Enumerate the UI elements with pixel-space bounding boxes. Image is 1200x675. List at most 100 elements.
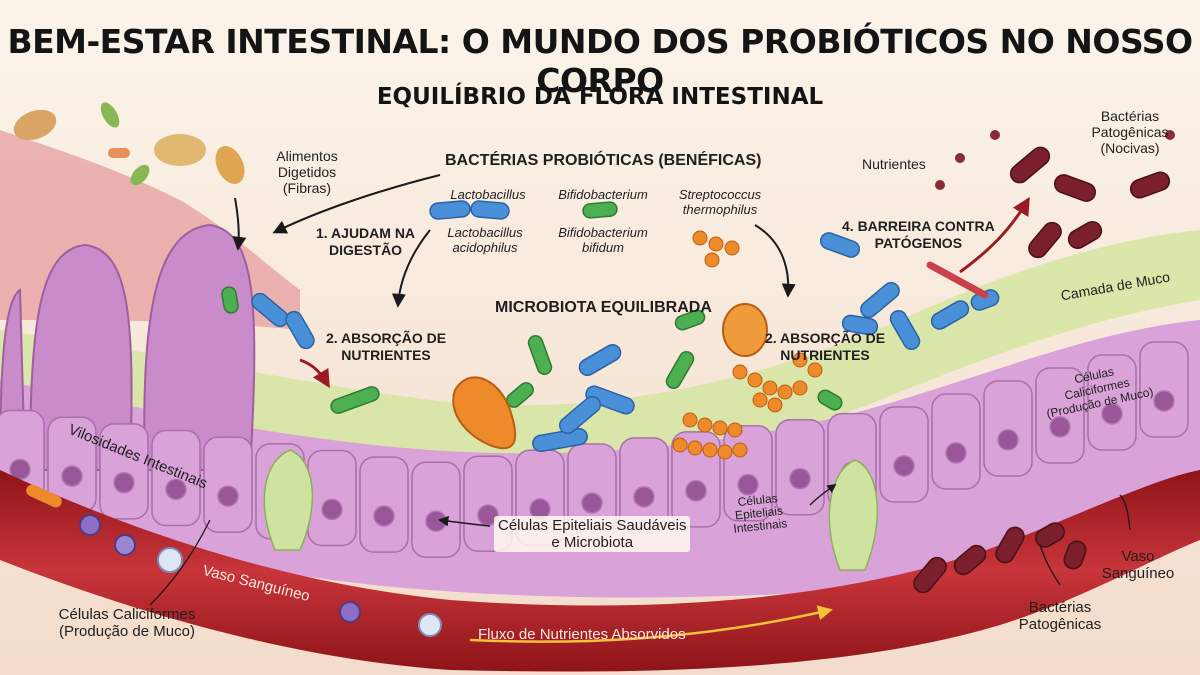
arrow-food-down: [232, 197, 247, 251]
lactobacillus-rod: [429, 200, 471, 220]
streptococcus-coccus: [777, 384, 793, 400]
cell-nucleus: [685, 480, 707, 502]
bifidobacterium-rod: [330, 386, 380, 414]
pathogen-rod: [1063, 540, 1087, 570]
bifidobacterium-rod: [674, 309, 706, 331]
mucus-layer: [0, 230, 1200, 463]
label-bifidum-line1: Bifidobacterium: [558, 225, 648, 240]
label-step2-left: 2. ABSORÇÃO DE NUTRIENTES: [326, 330, 446, 364]
line-patog-bottom: [1039, 544, 1061, 586]
label-step4-line2: PATÓGENOS: [874, 235, 963, 251]
arrow-epiteliais: [437, 515, 491, 527]
label-lacto-acid-line2: acidophilus: [452, 240, 518, 255]
streptococcus-coccus: [687, 440, 703, 456]
arrow-barrier: [959, 196, 1030, 274]
label-streptococcus: Streptococcus thermophilus: [665, 187, 775, 217]
cell-nucleus: [113, 472, 135, 494]
line-epit-int: [809, 483, 837, 506]
lactobacillus-rod: [841, 314, 879, 336]
label-step1-line1: 1. AJUDAM NA: [316, 225, 416, 241]
bifidobacterium-bacteria: [221, 201, 843, 414]
label-step2b-line2: NUTRIENTES: [780, 347, 870, 363]
cell-nucleus: [217, 485, 239, 507]
epithelial-cell: [99, 423, 149, 520]
label-lactobacillus: Lactobacillus: [450, 187, 526, 202]
epithelial-cell: [983, 380, 1033, 477]
label-vaso-right-line1: Vaso: [1121, 548, 1155, 565]
label-epiteliais-line1: Células Epiteliais Saudáveis: [498, 517, 687, 534]
streptococcus-coccus: [752, 392, 768, 408]
streptococcus-coccus: [747, 372, 763, 388]
blood-cells: [26, 484, 442, 637]
epithelial-cell: [203, 436, 253, 533]
lactobacillus-rod: [889, 309, 921, 351]
pathogen-spore: [1165, 130, 1175, 140]
streptococcus-coccus: [732, 364, 748, 380]
bifidobacterium-rod: [665, 350, 695, 390]
cell-nucleus: [1153, 390, 1175, 412]
goblet-cell-left: [263, 449, 314, 551]
label-microbiota: MICROBIOTA EQUILIBRADA: [495, 299, 712, 316]
lactobacillus-rod: [470, 200, 510, 220]
epithelial-cell: [1087, 354, 1137, 451]
lactobacillus-rod: [585, 385, 635, 415]
page-title: BEM-ESTAR INTESTINAL: O MUNDO DOS PROBIÓ…: [7, 22, 1193, 100]
label-patog-bottom-line1: Bactérias: [1028, 599, 1092, 616]
label-vaso-right-line2: Sanguíneo: [1101, 565, 1175, 582]
epithelial-cell: [411, 461, 461, 559]
streptococcus-coccus: [712, 420, 728, 436]
streptococcus-coccus: [792, 352, 808, 368]
blood-vessel: [0, 470, 1200, 672]
pathogen-rod: [1053, 174, 1097, 202]
cell-nucleus: [997, 429, 1019, 451]
label-lacto-acid-line1: Lactobacillus: [447, 225, 523, 240]
label-bifido-bifidum: Bifidobacterium bifidum: [548, 225, 658, 255]
label-alimentos: Alimentos Digetidos (Fibras): [262, 148, 352, 196]
label-step2a-line1: 2. ABSORÇÃO DE: [326, 330, 447, 346]
lactobacillus-rod: [558, 395, 602, 435]
pathogen-rod: [1035, 522, 1065, 548]
bifidobacterium-rod: [582, 201, 618, 219]
label-patog-top-line3: (Nocivas): [1100, 140, 1160, 156]
arrow-strepto: [754, 224, 796, 298]
arrow-step1: [391, 229, 431, 308]
pathogen-rod: [1129, 171, 1171, 199]
label-step4-line1: 4. BARREIRA CONTRA: [842, 218, 995, 234]
streptococcus-coccus: [708, 236, 724, 252]
pathogen-spore: [955, 153, 965, 163]
label-calic-left-line2: (Produção de Muco): [59, 623, 195, 640]
streptococcus-coccus: [697, 417, 713, 433]
label-alimentos-line2: Digetidos: [277, 164, 337, 180]
lactobacillus-rod: [532, 427, 588, 453]
lactobacillus-bacteria: [251, 200, 1000, 453]
cell-nucleus: [373, 505, 395, 527]
lactobacillus-rod: [578, 344, 622, 376]
streptococcus-bacteria: [672, 230, 823, 460]
bifidobacterium-rod: [221, 286, 239, 314]
label-vaso-right: Vaso Sanguíneo: [1098, 548, 1178, 582]
arrow-absorb-red: [299, 358, 330, 389]
epithelial-cell: [359, 456, 409, 553]
epithelial-cell: [931, 393, 981, 490]
cell-nucleus: [165, 478, 187, 501]
label-patogenicas-bottom: Bactérias Patogênicas: [1010, 599, 1110, 633]
cell-nucleus: [61, 465, 83, 487]
lactobacillus-rod: [930, 300, 970, 330]
orange-bacterium-right: [722, 303, 768, 357]
streptococcus-coccus: [682, 412, 698, 428]
cell-nucleus: [893, 455, 915, 477]
label-nutrientes: Nutrientes: [862, 156, 926, 172]
label-step2-right: 2. ABSORÇÃO DE NUTRIENTES: [765, 330, 885, 364]
lactobacillus-rod: [860, 281, 900, 319]
label-strepto-line1: Streptococcus: [678, 187, 762, 202]
line-vaso-right: [1119, 494, 1131, 531]
lactobacillus-rod: [819, 232, 861, 258]
label-calic-left-line1: Células Caliciformes: [58, 606, 196, 623]
streptococcus-coccus: [792, 380, 808, 396]
label-patog-bottom-line2: Patogênicas: [1018, 616, 1102, 633]
label-alimentos-line3: (Fibras): [282, 180, 332, 196]
label-fluxo: Fluxo de Nutrientes Absorvidos: [478, 626, 686, 643]
label-patog-top-line2: Patogênicas: [1091, 124, 1169, 140]
pathogenic-bacteria: [913, 130, 1175, 594]
